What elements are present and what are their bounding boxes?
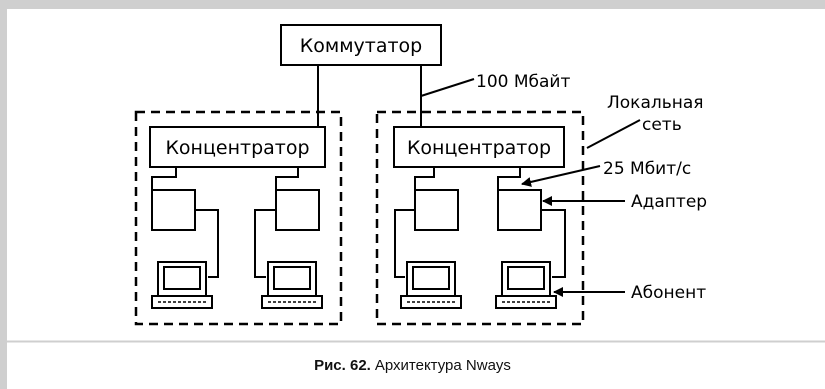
cable-3 xyxy=(394,209,415,278)
hub-right-label: Концентратор xyxy=(407,137,551,159)
cable-4 xyxy=(541,209,566,278)
lan-label-line1: Локальная xyxy=(607,93,704,113)
switch-box xyxy=(280,24,442,66)
uplink-speed-label: 100 Мбайт xyxy=(476,72,570,92)
adapter-3 xyxy=(414,189,459,231)
computer-icon xyxy=(151,261,213,309)
adapter-1 xyxy=(151,189,196,231)
adapter-4 xyxy=(497,189,542,231)
uplink-speed-pointer xyxy=(420,78,475,97)
lan-group-left xyxy=(134,110,343,326)
port-speed-label: 25 Мбит/с xyxy=(603,159,691,179)
hub-link-right-1 xyxy=(414,167,435,190)
hub-left-box xyxy=(149,126,326,168)
computer-icon xyxy=(495,261,557,309)
caption-panel xyxy=(7,341,825,389)
hub-right-box xyxy=(393,126,565,168)
adapter-label: Адаптер xyxy=(631,192,707,212)
computer-icon xyxy=(261,261,323,309)
figure-caption: Рис. 62. Архитектура Nways xyxy=(0,341,825,389)
adapter-2 xyxy=(275,189,320,231)
port-speed-arrow xyxy=(521,165,601,187)
switch-label: Коммутатор xyxy=(300,35,423,57)
cable-1 xyxy=(195,209,219,278)
hub-link-left-1 xyxy=(151,167,177,190)
caption-prefix: Рис. 62. xyxy=(314,356,371,374)
computer-icon xyxy=(400,261,462,309)
subscriber-label: Абонент xyxy=(631,283,706,303)
hub-link-left-2 xyxy=(275,167,299,190)
lan-label-pointer xyxy=(586,119,641,149)
hub-left-label: Концентратор xyxy=(165,137,309,159)
hub-link-right-2 xyxy=(497,167,521,190)
lan-label-line2: сеть xyxy=(642,115,682,135)
cable-2 xyxy=(254,209,276,278)
caption-text: Архитектура Nways xyxy=(374,356,511,374)
